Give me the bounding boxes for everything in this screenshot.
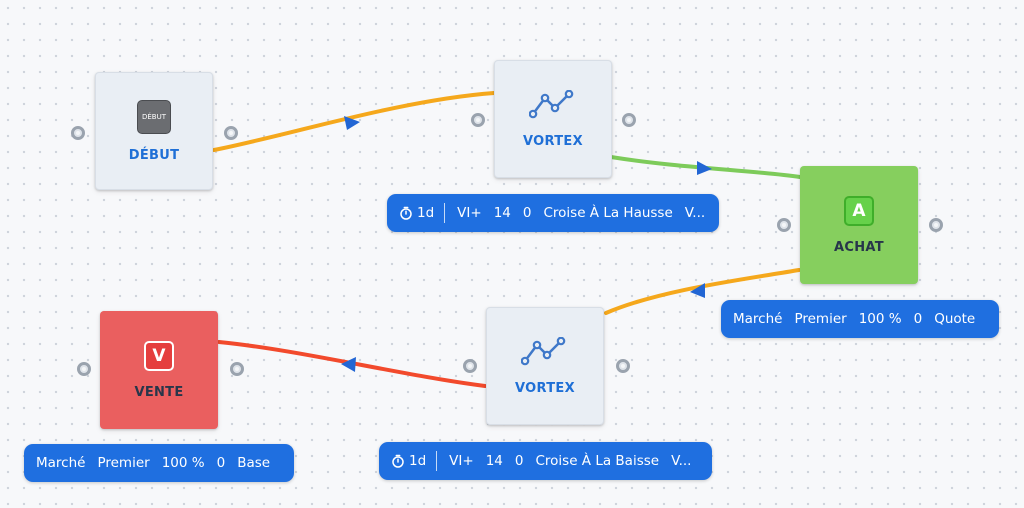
timer-icon xyxy=(400,206,412,220)
order-type-label: Marché xyxy=(36,455,86,471)
achat-params-pill[interactable]: Marché Premier 100 % 0 Quote xyxy=(721,300,999,338)
node-debut-title: DÉBUT xyxy=(128,147,180,163)
value-label: 0 xyxy=(216,455,226,471)
vente-params-pill[interactable]: Marché Premier 100 % 0 Base xyxy=(24,444,294,482)
start-badge-icon: DÉBUT xyxy=(137,99,171,134)
edge-vortex-bottom-to-vente[interactable] xyxy=(217,340,487,388)
node-vortex-bottom-output-port[interactable] xyxy=(616,359,630,373)
period-label: 1d xyxy=(417,205,435,221)
node-vente-output-port[interactable] xyxy=(230,362,244,376)
node-vortex-top-title: VORTEX xyxy=(523,133,583,149)
vortex-top-params-pill[interactable]: 1d VI+ 14 0 Croise À La Hausse V... xyxy=(387,194,719,232)
node-vente-input-port[interactable] xyxy=(77,362,91,376)
edge-arrow-2 xyxy=(697,161,712,175)
node-debut-input-port[interactable] xyxy=(71,126,85,140)
line-chart-icon xyxy=(521,336,569,367)
node-vortex-top[interactable]: VORTEX xyxy=(494,60,612,178)
start-badge-label: DÉBUT xyxy=(141,112,166,121)
sell-badge-icon: V xyxy=(144,340,174,371)
timer-group: 1d xyxy=(399,205,434,221)
edge-arrow-1 xyxy=(344,116,360,130)
line-chart-icon xyxy=(529,89,577,120)
value-label: 0 xyxy=(913,311,923,327)
node-vortex-bottom[interactable]: VORTEX xyxy=(486,307,604,425)
priority-label: Premier xyxy=(97,455,150,471)
edge-arrow-3 xyxy=(690,283,705,298)
timer-group: 1d xyxy=(391,453,426,469)
condition-label: Croise À La Hausse xyxy=(543,205,673,221)
indicator-label: VI+ xyxy=(449,453,474,469)
node-vente[interactable]: V VENTE xyxy=(100,311,218,429)
pill-divider xyxy=(444,203,446,223)
node-vortex-bottom-input-port[interactable] xyxy=(463,359,477,373)
node-vente-title: VENTE xyxy=(134,384,184,400)
currency-label: Base xyxy=(237,455,271,471)
pill-divider xyxy=(436,451,438,471)
edge-arrow-4 xyxy=(341,357,356,372)
offset-label: 0 xyxy=(522,205,532,221)
node-vortex-top-input-port[interactable] xyxy=(471,113,485,127)
node-vortex-top-output-port[interactable] xyxy=(622,113,636,127)
amount-label: 100 % xyxy=(858,311,902,327)
amount-label: 100 % xyxy=(161,455,205,471)
node-vortex-bottom-title: VORTEX xyxy=(515,380,575,396)
priority-label: Premier xyxy=(794,311,847,327)
length-label: 14 xyxy=(485,453,503,469)
buy-badge-label: A xyxy=(852,200,866,221)
truncated-label: V... xyxy=(684,205,706,221)
node-achat-title: ACHAT xyxy=(834,239,884,255)
offset-label: 0 xyxy=(514,453,524,469)
vortex-bottom-params-pill[interactable]: 1d VI+ 14 0 Croise À La Baisse V... xyxy=(379,442,712,480)
period-label: 1d xyxy=(409,453,427,469)
condition-label: Croise À La Baisse xyxy=(535,453,660,469)
truncated-label: V... xyxy=(671,453,692,469)
length-label: 14 xyxy=(493,205,511,221)
edge-debut-to-vortex-top[interactable] xyxy=(212,91,496,152)
node-achat-input-port[interactable] xyxy=(777,218,791,232)
currency-label: Quote xyxy=(934,311,976,327)
buy-badge-icon: A xyxy=(844,195,874,226)
order-type-label: Marché xyxy=(733,311,783,327)
timer-icon xyxy=(392,454,404,468)
edge-vortex-top-to-achat[interactable] xyxy=(609,155,802,179)
indicator-label: VI+ xyxy=(457,205,482,221)
node-achat[interactable]: A ACHAT xyxy=(800,166,918,284)
node-debut[interactable]: DÉBUT DÉBUT xyxy=(95,72,213,190)
sell-badge-label: V xyxy=(152,345,166,366)
node-debut-output-port[interactable] xyxy=(224,126,238,140)
node-achat-output-port[interactable] xyxy=(929,218,943,232)
